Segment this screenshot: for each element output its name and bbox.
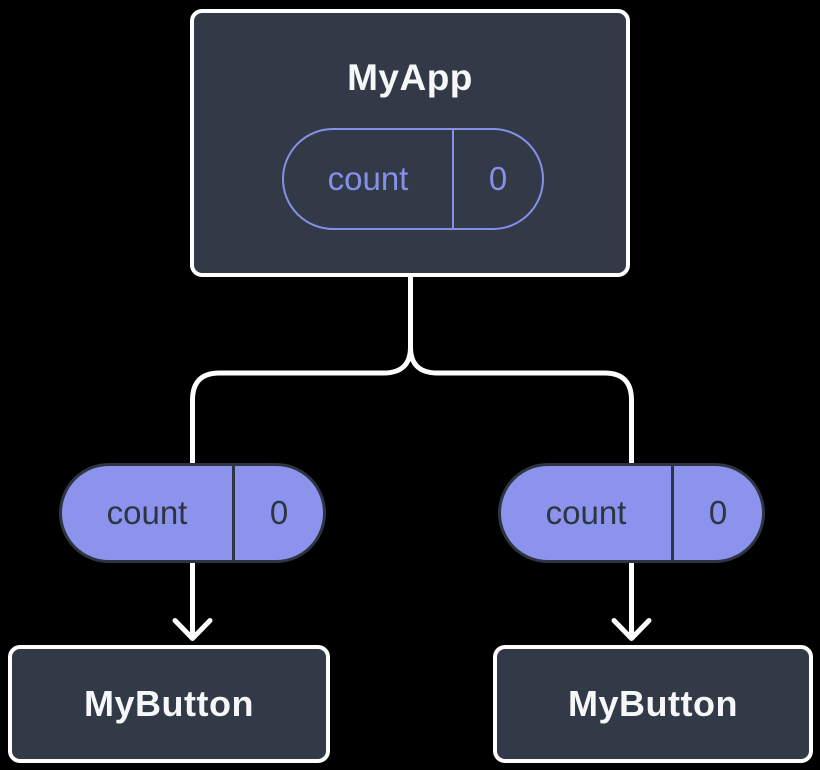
child-component-box-left: MyButton [8, 645, 330, 763]
child-component-title-left: MyButton [84, 683, 254, 724]
arrow-down-icon-right [611, 618, 652, 641]
root-component-title: MyApp [347, 57, 473, 98]
connector-branch-left [190, 344, 413, 470]
prop-pill-right-divider [671, 466, 674, 560]
root-component-box: MyApp [190, 9, 630, 277]
child-component-box-right: MyButton [493, 645, 813, 763]
prop-pill-left-divider [232, 466, 235, 560]
state-pill-value: 0 [488, 160, 508, 197]
state-pill-divider [452, 130, 454, 228]
prop-pill-left: count 0 [59, 463, 326, 563]
prop-pill-left-label: count [106, 494, 188, 531]
state-pill-label: count [327, 160, 409, 197]
prop-pill-left-value: 0 [269, 494, 289, 531]
connector-branch-right [408, 344, 634, 470]
prop-pill-right-value: 0 [708, 494, 728, 531]
child-component-title-right: MyButton [568, 683, 738, 724]
state-pill: count 0 [282, 128, 544, 230]
arrow-down-icon-left [172, 618, 213, 641]
prop-pill-right-label: count [545, 494, 627, 531]
prop-pill-right: count 0 [498, 463, 765, 563]
